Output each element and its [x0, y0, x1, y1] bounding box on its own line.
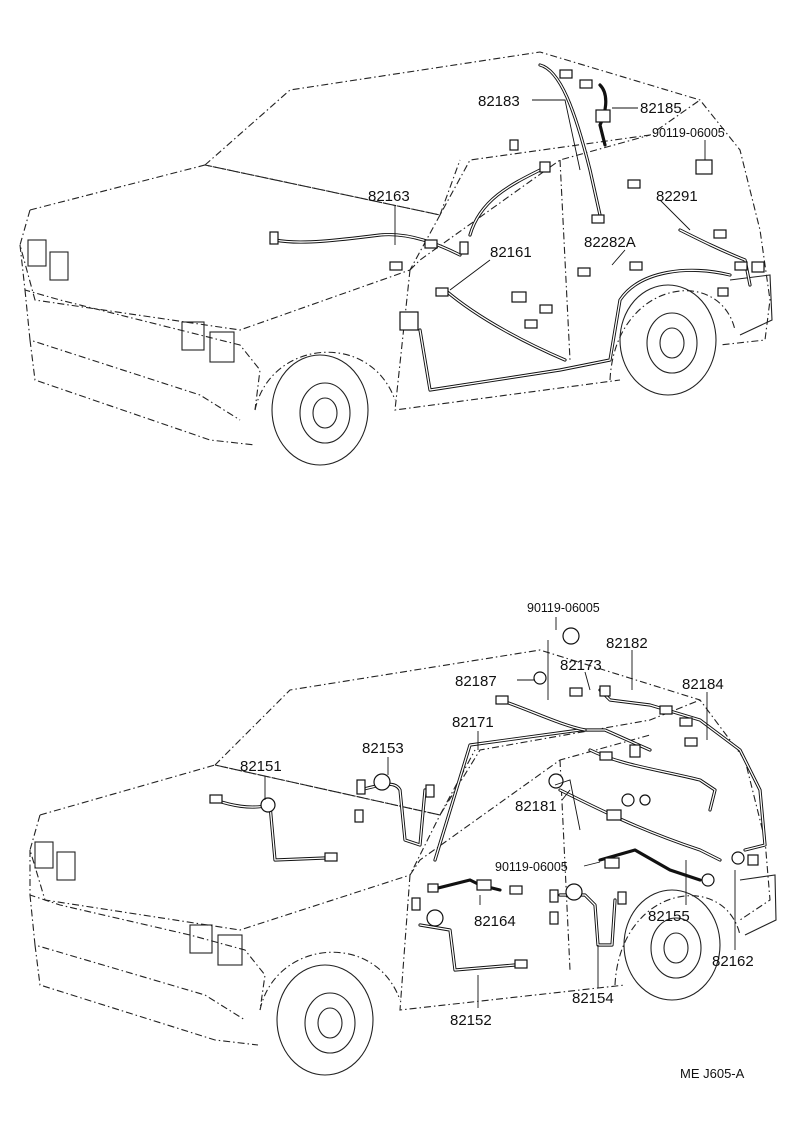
top-clip-90119: [695, 159, 713, 175]
bottom-rear-wheel: [623, 889, 721, 1001]
label-82163: 82163: [368, 188, 410, 205]
label-82154: 82154: [572, 990, 614, 1007]
label-82185: 82185: [640, 100, 682, 117]
top-vehicle-body: [19, 51, 773, 466]
figure-code: ME J605-A: [680, 1066, 745, 1081]
top-leader-lines: [394, 99, 706, 291]
label-82187: 82187: [455, 673, 497, 690]
label-90119-06005-bottom-lower: 90119-06005: [495, 860, 568, 874]
top-harness-wires: [273, 63, 752, 392]
bottom-clip-90119-upper: [562, 627, 580, 645]
bottom-connectors: [209, 627, 759, 969]
label-82183: 82183: [478, 93, 520, 110]
label-82155: 82155: [648, 908, 690, 925]
top-part-labels: 82183 82185 90119-06005 82163 82291 8216…: [368, 93, 725, 261]
label-82291: 82291: [656, 188, 698, 205]
label-82282a: 82282A: [584, 234, 636, 251]
label-82153: 82153: [362, 740, 404, 757]
bottom-front-wheel: [276, 964, 374, 1076]
bottom-leader-lines: [264, 617, 736, 1008]
bottom-headlight-right: [56, 851, 76, 881]
top-headlight-left: [27, 239, 47, 267]
top-rear-wheel: [619, 284, 717, 396]
label-82161: 82161: [490, 244, 532, 261]
label-82181: 82181: [515, 798, 557, 815]
label-82171: 82171: [452, 714, 494, 731]
bottom-vehicle-body: [29, 649, 777, 1076]
label-82173: 82173: [560, 657, 602, 674]
bottom-headlight-left: [34, 841, 54, 869]
label-82162: 82162: [712, 953, 754, 970]
bottom-part-labels: 90119-06005 82182 82173 82187 82184 8217…: [240, 601, 754, 1029]
top-connectors: [269, 69, 765, 331]
label-90119-06005-bottom-upper: 90119-06005: [527, 601, 600, 615]
label-82184: 82184: [682, 676, 724, 693]
label-82182: 82182: [606, 635, 648, 652]
bottom-clip-90119-lower: [604, 857, 620, 869]
label-90119-06005-top: 90119-06005: [652, 126, 725, 140]
label-82152: 82152: [450, 1012, 492, 1029]
label-82164: 82164: [474, 913, 516, 930]
top-headlight-right: [49, 251, 69, 281]
label-82151: 82151: [240, 758, 282, 775]
top-front-wheel: [271, 354, 369, 466]
